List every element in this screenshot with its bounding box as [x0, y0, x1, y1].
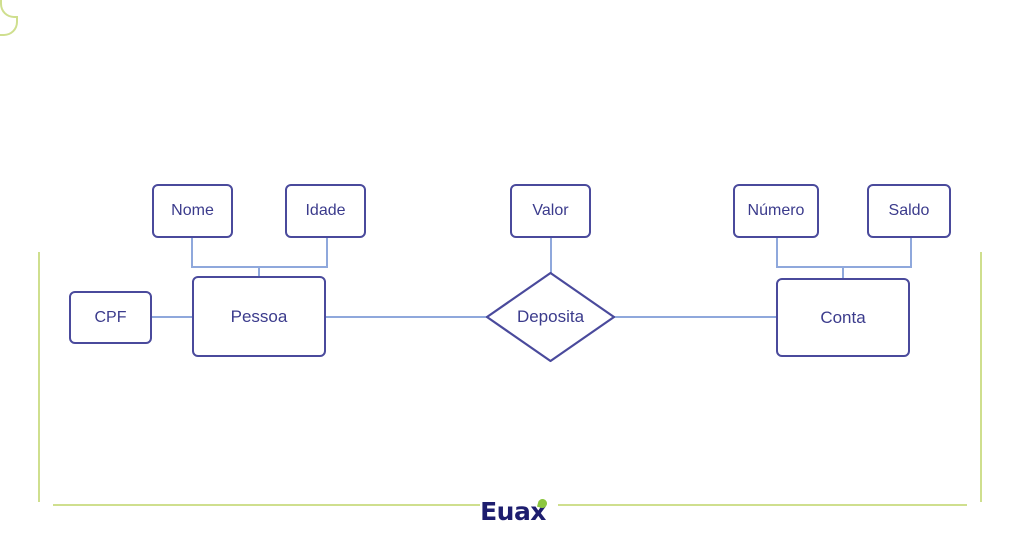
attribute-node-valor[interactable]: Valor — [510, 184, 591, 238]
entity-node-conta[interactable]: Conta — [776, 278, 910, 357]
diamond-shape — [485, 271, 616, 363]
frame-right-border — [980, 252, 982, 502]
connector-deposita-conta — [612, 316, 778, 318]
entity-label-conta: Conta — [820, 307, 866, 327]
frame-bottom-right-line — [558, 504, 967, 506]
connector-conta-attr-bus — [776, 266, 912, 268]
entity-label-pessoa: Pessoa — [230, 306, 288, 326]
attribute-label-idade: Idade — [305, 202, 346, 219]
attribute-label-saldo: Saldo — [888, 202, 930, 219]
attribute-node-cpf[interactable]: CPF — [69, 291, 152, 344]
euax-logo-text: Euax — [480, 496, 546, 526]
relationship-node-deposita[interactable]: Deposita — [485, 271, 616, 363]
attribute-node-nome[interactable]: Nome — [152, 184, 233, 238]
leaf-accent-icon — [536, 497, 549, 510]
connector-idade-down — [326, 236, 328, 268]
connector-valor-deposita — [550, 236, 552, 276]
euax-logo: Euax — [474, 496, 552, 526]
connector-saldo-down — [910, 236, 912, 268]
frame-bottom-left-corner — [0, 0, 18, 18]
connector-pessoa-deposita — [324, 316, 489, 318]
attribute-label-nome: Nome — [171, 202, 214, 219]
frame-bottom-right-corner — [0, 18, 18, 36]
attribute-label-numero: Número — [747, 202, 805, 219]
connector-cpf-pessoa — [150, 316, 196, 318]
connector-numero-down — [776, 236, 778, 268]
attribute-label-cpf: CPF — [94, 308, 127, 326]
entity-node-pessoa[interactable]: Pessoa — [192, 276, 326, 357]
attribute-node-numero[interactable]: Número — [733, 184, 819, 238]
attribute-label-valor: Valor — [532, 202, 569, 219]
frame-left-border — [38, 252, 40, 502]
connector-bus-to-pessoa — [258, 266, 260, 282]
relationship-label-deposita: Deposita — [516, 307, 585, 326]
connector-bus-to-conta — [842, 266, 844, 282]
attribute-node-idade[interactable]: Idade — [285, 184, 366, 238]
connector-nome-down — [191, 236, 193, 268]
attribute-node-saldo[interactable]: Saldo — [867, 184, 951, 238]
frame-bottom-left-line — [53, 504, 480, 506]
